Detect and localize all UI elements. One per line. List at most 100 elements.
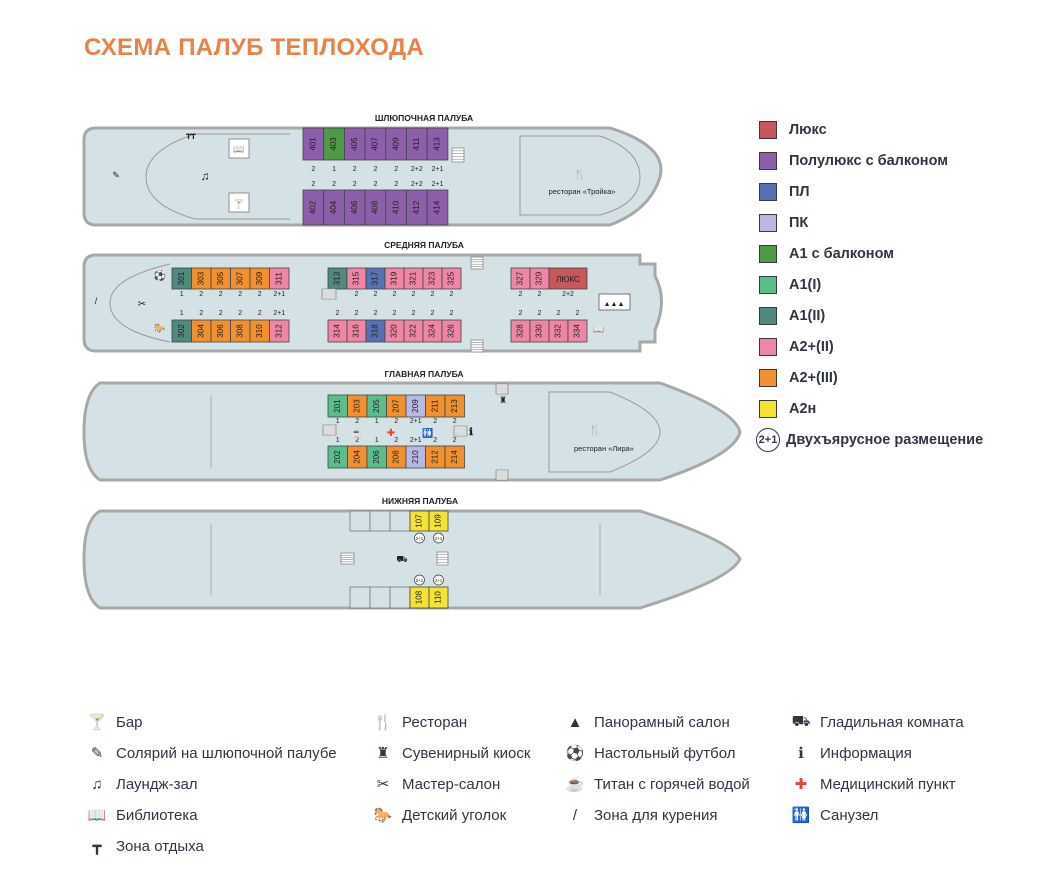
berth-count: 1 — [336, 437, 340, 444]
cabin-number: 308 — [235, 324, 244, 338]
music-lounge-icon: ♫ — [201, 169, 210, 183]
cabin-214: 214 — [444, 445, 465, 469]
cabin-number: 304 — [196, 324, 205, 338]
service-room — [349, 586, 371, 609]
berth-count: 2+1 — [432, 181, 444, 188]
berth-count: 2 — [373, 181, 377, 188]
cabin-412: 412 — [406, 189, 428, 226]
stairs-icon — [470, 339, 484, 353]
souvenir-icon: ♜ — [376, 745, 390, 762]
cabin-402: 402 — [302, 189, 325, 226]
legend-swatch — [759, 306, 777, 325]
berth-count: 2 — [394, 418, 398, 425]
berth-count: 1 — [336, 418, 340, 425]
service-room — [369, 586, 391, 609]
facility-legend-item: 🐎Детский уголок — [372, 803, 507, 827]
cabin-321: 321 — [403, 267, 424, 290]
cabin-number: 403 — [329, 137, 338, 151]
cabin-box — [269, 267, 290, 290]
cabin-405: 405 — [343, 127, 366, 161]
cabin-206: 206 — [366, 445, 387, 469]
facility-legend-label: Гладильная комната — [820, 713, 964, 731]
legend-item: Люкс — [759, 114, 983, 145]
cabin-number: 313 — [333, 271, 342, 285]
legend-swatch — [759, 120, 777, 139]
berth-count: 2 — [393, 291, 397, 298]
berth-count: 2 — [374, 291, 378, 298]
facility-legend-label: Титан с горячей водой — [594, 775, 750, 793]
berth-count: 2 — [336, 310, 340, 317]
stairs-icon — [495, 469, 509, 481]
legend-item: А1 с балконом — [759, 238, 983, 269]
legend-bunk-item: 2+1 Двухъярусное размещение — [756, 424, 983, 455]
facility-legend-label: Библиотека — [116, 806, 198, 824]
facility-legend-label: Бар — [116, 713, 143, 731]
legend-swatch — [759, 399, 777, 418]
cabin-number: 305 — [216, 271, 225, 285]
cabin-303: 303 — [191, 267, 212, 290]
main-restaurant-label: ресторан «Лира» — [574, 444, 634, 453]
bunk-marker — [433, 532, 444, 544]
legend-label: Полулюкс с балконом — [789, 152, 948, 169]
library-box — [228, 138, 250, 159]
cabin-number: 405 — [350, 137, 359, 151]
berth-count: 2 — [238, 310, 242, 317]
cabin-number: 328 — [516, 324, 525, 338]
stairs-icon — [321, 288, 337, 300]
facility-legend-item: ✚Медицинский пункт — [790, 772, 956, 796]
legend-swatch — [759, 213, 777, 232]
facility-legend-item: ✂Мастер-салон — [372, 772, 501, 796]
boat-restaurant-label: ресторан «Тройка» — [549, 187, 616, 196]
cabin-304: 304 — [191, 319, 212, 343]
legend-swatch — [759, 368, 777, 387]
berth-count: 2 — [412, 291, 416, 298]
rest-zone-icon: ┳ — [92, 838, 102, 855]
cabin-207: 207 — [386, 394, 407, 418]
legend-item: А1(I) — [759, 269, 983, 300]
stairs-icon — [322, 424, 337, 436]
berth-count: 2 — [453, 437, 457, 444]
legend-label: А2+(II) — [789, 338, 834, 355]
wc-icon: 🚻 — [422, 427, 433, 438]
cabin-number: 202 — [333, 450, 342, 464]
cabin-box — [444, 445, 465, 469]
berth-count: 2 — [353, 181, 357, 188]
berth-count: 1 — [375, 437, 379, 444]
cabin-number: 208 — [391, 450, 400, 464]
cabin-number: 413 — [433, 137, 442, 151]
facility-legend-item: ☕Титан с горячей водой — [564, 772, 750, 796]
cabin-number: 414 — [433, 200, 442, 214]
cabin-number: 311 — [274, 272, 283, 285]
berth-count: 2+2 — [562, 291, 574, 298]
legend-label: А1 с балконом — [789, 245, 894, 262]
panorama-salon-icon: ▲ — [567, 713, 583, 731]
berth-count: 2 — [374, 310, 378, 317]
cabin-box — [567, 319, 588, 343]
stairs-icon — [436, 551, 449, 566]
cabin-number: 411 — [412, 137, 421, 150]
bunk-symbol: 2+1 — [756, 427, 780, 452]
cabin-307: 307 — [230, 267, 251, 290]
berth-count: 2 — [355, 310, 359, 317]
cabin-212: 212 — [425, 445, 446, 469]
cabin-number: 412 — [412, 200, 421, 214]
cabin-310: 310 — [249, 319, 270, 343]
cabin-number: 334 — [573, 324, 582, 338]
cabin-box — [441, 267, 462, 290]
solarium-icon: ✎ — [112, 170, 120, 180]
cabin-327: 327 — [510, 267, 531, 290]
berth-count: 2+1 — [432, 166, 444, 173]
berth-count: 2+1 — [416, 536, 424, 541]
cabin-202: 202 — [327, 445, 348, 469]
cabin-311: 311 — [269, 267, 290, 290]
boat-deck-label: ШЛЮПОЧНАЯ ПАЛУБА — [375, 113, 473, 123]
berth-count: 2 — [538, 310, 542, 317]
berth-count: 2 — [219, 310, 223, 317]
cabin-box — [444, 394, 465, 418]
facility-legend-item: 📖Библиотека — [86, 803, 198, 827]
facility-legend-label: Настольный футбол — [594, 744, 736, 762]
stairs-icon — [470, 256, 484, 270]
main-deck-label: ГЛАВНАЯ ПАЛУБА — [384, 369, 463, 379]
souvenir-icon: ♜ — [499, 395, 507, 405]
